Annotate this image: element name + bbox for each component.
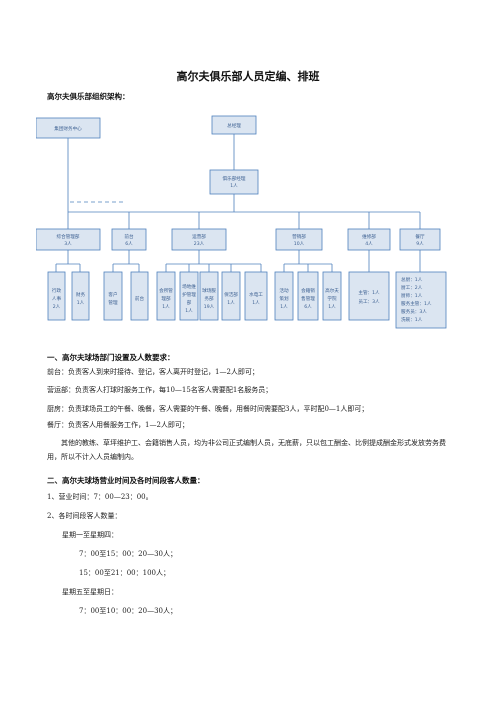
business-hours: 1、营业时间：7：00—23：00。: [47, 493, 153, 501]
paragraph-note: 其他的教练、草坪维护工、会籍销售人员，均为非公司正式编制人员，无底薪，只以包工酬…: [47, 439, 446, 461]
svg-text:维修部: 维修部: [362, 233, 376, 240]
svg-text:场地维: 场地维: [182, 283, 196, 290]
paragraph-kitchen: 厨房：负责球场员工的午餐、晚餐，客人需要的午餐、晚餐，用餐时间需要配3人，平时配…: [47, 405, 369, 413]
svg-text:1人: 1人: [185, 308, 193, 314]
svg-text:4人: 4人: [365, 241, 373, 247]
svg-text:护管理: 护管理: [182, 291, 196, 298]
svg-text:主管：1人: 主管：1人: [358, 289, 380, 296]
svg-text:19人: 19人: [204, 304, 215, 310]
page-title: 高尔夫俱乐部人员定编、排班: [176, 70, 320, 83]
svg-text:1人: 1人: [252, 300, 260, 306]
gm-box: [211, 115, 257, 135]
club-manager-count: 1人: [230, 183, 238, 189]
svg-text:售管理: 售管理: [301, 295, 315, 302]
svg-text:1人: 1人: [77, 300, 85, 306]
paragraph-front-desk: 前台：负责客人到来时接待、登记，客人离开时登记，1—2人即可；: [47, 368, 259, 376]
org-heading: 高尔夫俱乐部组织架构：: [47, 92, 130, 101]
svg-text:1人: 1人: [227, 300, 235, 306]
svg-text:服务主管：1人: 服务主管：1人: [401, 300, 432, 307]
svg-text:9人: 9人: [416, 241, 424, 247]
svg-text:1人: 1人: [328, 304, 336, 310]
svg-text:3人: 3人: [64, 241, 72, 247]
weekend-row-1: 7：00至10：00：20—30人；: [79, 607, 177, 615]
svg-text:服务员：3人: 服务员：3人: [401, 308, 427, 315]
club-manager-box: [209, 169, 259, 195]
svg-text:员工：3人: 员工：3人: [358, 299, 380, 305]
svg-text:行政: 行政: [52, 287, 62, 294]
svg-text:人事: 人事: [52, 295, 62, 302]
group-finance-label: 集团财务中心: [54, 125, 82, 132]
section1-heading: 一、高尔夫球场部门设置及人数要求：: [47, 353, 175, 362]
gm-label: 总经理: [227, 122, 241, 129]
section2-heading: 二、高尔夫球场营业时间及各时间段客人数量：: [47, 476, 205, 485]
svg-text:10人: 10人: [294, 241, 305, 247]
weekday-row-1: 7：00至15：00：20—30人；: [79, 550, 177, 558]
svg-text:理部: 理部: [161, 295, 171, 302]
svg-text:厨工：2人: 厨工：2人: [401, 285, 423, 291]
svg-text:财务: 财务: [76, 291, 86, 298]
svg-text:6人: 6人: [125, 241, 133, 247]
paragraph-dining: 餐厅：负责客人用餐服务工作，1—2人即可；: [47, 421, 189, 429]
svg-text:策划: 策划: [279, 295, 289, 302]
group-finance-box: [36, 117, 101, 139]
svg-text:球场服: 球场服: [202, 287, 216, 294]
unit-boxes: 行政 人事 2人 财务 1人 客户 管理 前台 会所管 理部 1人 场地维 护管…: [47, 271, 447, 329]
svg-text:总厨：1人: 总厨：1人: [401, 276, 423, 283]
svg-text:活动: 活动: [279, 287, 289, 294]
club-manager-label: 俱乐部经理: [223, 175, 246, 182]
svg-text:高尔夫: 高尔夫: [325, 287, 339, 294]
svg-text:保洁部: 保洁部: [224, 291, 238, 298]
svg-text:厨师：1人: 厨师：1人: [401, 292, 423, 299]
svg-text:23人: 23人: [194, 241, 205, 247]
svg-text:运营部: 运营部: [192, 233, 206, 240]
weekday-label: 星期一至星期四：: [62, 531, 118, 539]
svg-text:洗碗：1人: 洗碗：1人: [401, 316, 423, 323]
svg-text:综合管理部: 综合管理部: [57, 233, 80, 240]
svg-text:会籍销: 会籍销: [301, 287, 315, 294]
svg-text:前台: 前台: [135, 295, 145, 302]
svg-text:客户: 客户: [108, 291, 117, 298]
svg-text:前台: 前台: [124, 233, 134, 240]
svg-text:学院: 学院: [327, 295, 337, 302]
weekend-label: 星期五至星期日：: [62, 588, 118, 596]
svg-text:2人: 2人: [53, 304, 61, 310]
department-boxes: 综合管理部 3人 前台 6人 运营部 23人 营销部 10人 维修部 4人 餐厅…: [36, 228, 441, 251]
svg-text:1人: 1人: [162, 304, 170, 310]
svg-text:营销部: 营销部: [292, 233, 306, 240]
svg-text:餐厅: 餐厅: [415, 233, 425, 240]
org-chart: 集团财务中心 总经理 俱乐部经理 1人 综合管理部 3人 前台 6人 运营部 2…: [36, 115, 447, 329]
svg-text:水电工: 水电工: [249, 291, 263, 298]
weekday-row-2: 15：00至21：00：100人；: [79, 569, 170, 577]
svg-text:部: 部: [187, 299, 192, 306]
svg-text:1人: 1人: [280, 304, 288, 310]
svg-text:6人: 6人: [304, 304, 312, 310]
svg-text:管理: 管理: [108, 299, 118, 306]
customer-count-heading: 2、各时间段客人数量：: [47, 512, 122, 520]
svg-text:会所管: 会所管: [159, 287, 173, 294]
svg-text:务部: 务部: [204, 295, 214, 302]
paragraph-operations: 营运部：负责客人打球时服务工作，每10—15名客人需要配1名服务员；: [47, 386, 273, 394]
